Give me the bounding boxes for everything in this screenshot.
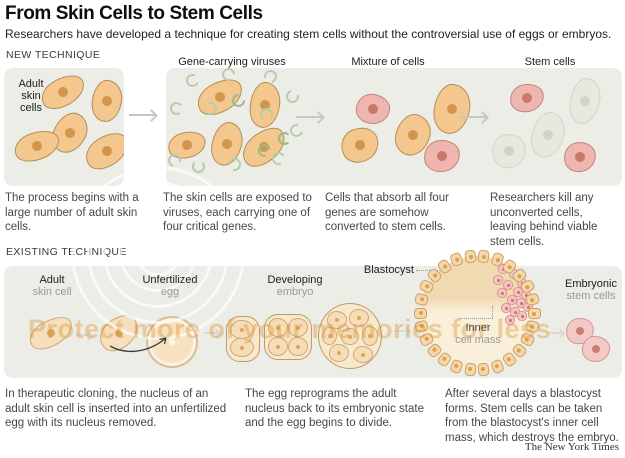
two-cell-embryo [226,316,260,362]
killed-cell [566,75,604,127]
skin-cell [247,80,283,130]
caption-new-4: Researchers kill any unconverted cells, … [490,192,598,248]
virus-icon [168,100,185,117]
killed-cell [487,129,531,173]
blastocyst-ring-cell [477,362,491,377]
caption-existing-3: After several days a blastocyst forms. S… [445,388,619,444]
stage-label-embryonic-stem-cells: Embryonic stem cells [565,278,617,302]
stem-cell [354,91,392,127]
leader-line-inner-cell-mass [459,318,493,319]
caption-existing-1: In therapeutic cloning, the nucleus of a… [5,388,227,429]
skin-cell [89,78,124,124]
nucleus-transfer-arrow [109,337,167,353]
blastocyst-ring-cell [524,292,540,307]
step-arrow [296,116,322,118]
stage-label-unfertilized-egg: Unfertilized egg [142,274,198,298]
caption-existing-2: The egg reprograms the adult nucleus bac… [245,388,424,429]
stage-label-mixture: Mixture of cells [351,56,425,68]
four-cell-embryo [264,314,312,360]
stem-cell [562,139,598,175]
panel-adult-skin-cells: Adult skin cells [4,68,124,186]
step-arrow [129,114,155,116]
stage-label-blastocyst: Blastocyst [363,264,414,276]
killed-cell [526,108,570,162]
subtitle: Researchers have developed a technique f… [5,27,612,41]
step-arrow [548,332,563,334]
blastocyst-ring-cell [463,249,477,264]
step-arrow [76,334,91,336]
step-arrow [460,116,486,118]
source-credit: The New York Times [524,441,619,453]
stage-label-adult-skin-cell: Adult skin cell [32,274,72,298]
caption-new-1: The process begins with a large number o… [5,192,139,233]
virus-icon [184,72,201,89]
virus-icon [278,132,291,145]
virus-icon [283,87,302,106]
stage-label-viruses: Gene-carrying viruses [178,56,286,68]
multicell-embryo [318,303,382,369]
skin-cell [336,122,384,168]
section-label-new-technique: NEW TECHNIQUE [6,49,101,61]
virus-icon [192,160,205,173]
leader-line-inner-cell-mass-v [492,306,493,318]
blastocyst-ring-cell [463,362,477,377]
stage-label-stem-cells: Stem cells [524,56,576,68]
skin-cell [430,81,474,137]
blastocyst [413,249,541,377]
panel-process [166,68,622,186]
step-arrow [204,332,219,334]
stem-cell [507,81,547,115]
step-arrow [394,330,409,332]
page-title: From Skin Cells to Stem Cells [5,3,263,24]
watermark-text: Protect more of your memories for less [28,314,552,344]
label-inner-cell-mass: Inner cell mass [455,322,501,346]
stem-cell [422,138,462,174]
caption-new-3: Cells that absorb all four genes are som… [325,192,450,233]
stage-label-adult-skin-cells: Adult skin cells [18,78,44,114]
stage-label-developing-embryo: Developing embryo [267,274,323,298]
caption-new-2: The skin cells are exposed to viruses, e… [163,192,312,233]
